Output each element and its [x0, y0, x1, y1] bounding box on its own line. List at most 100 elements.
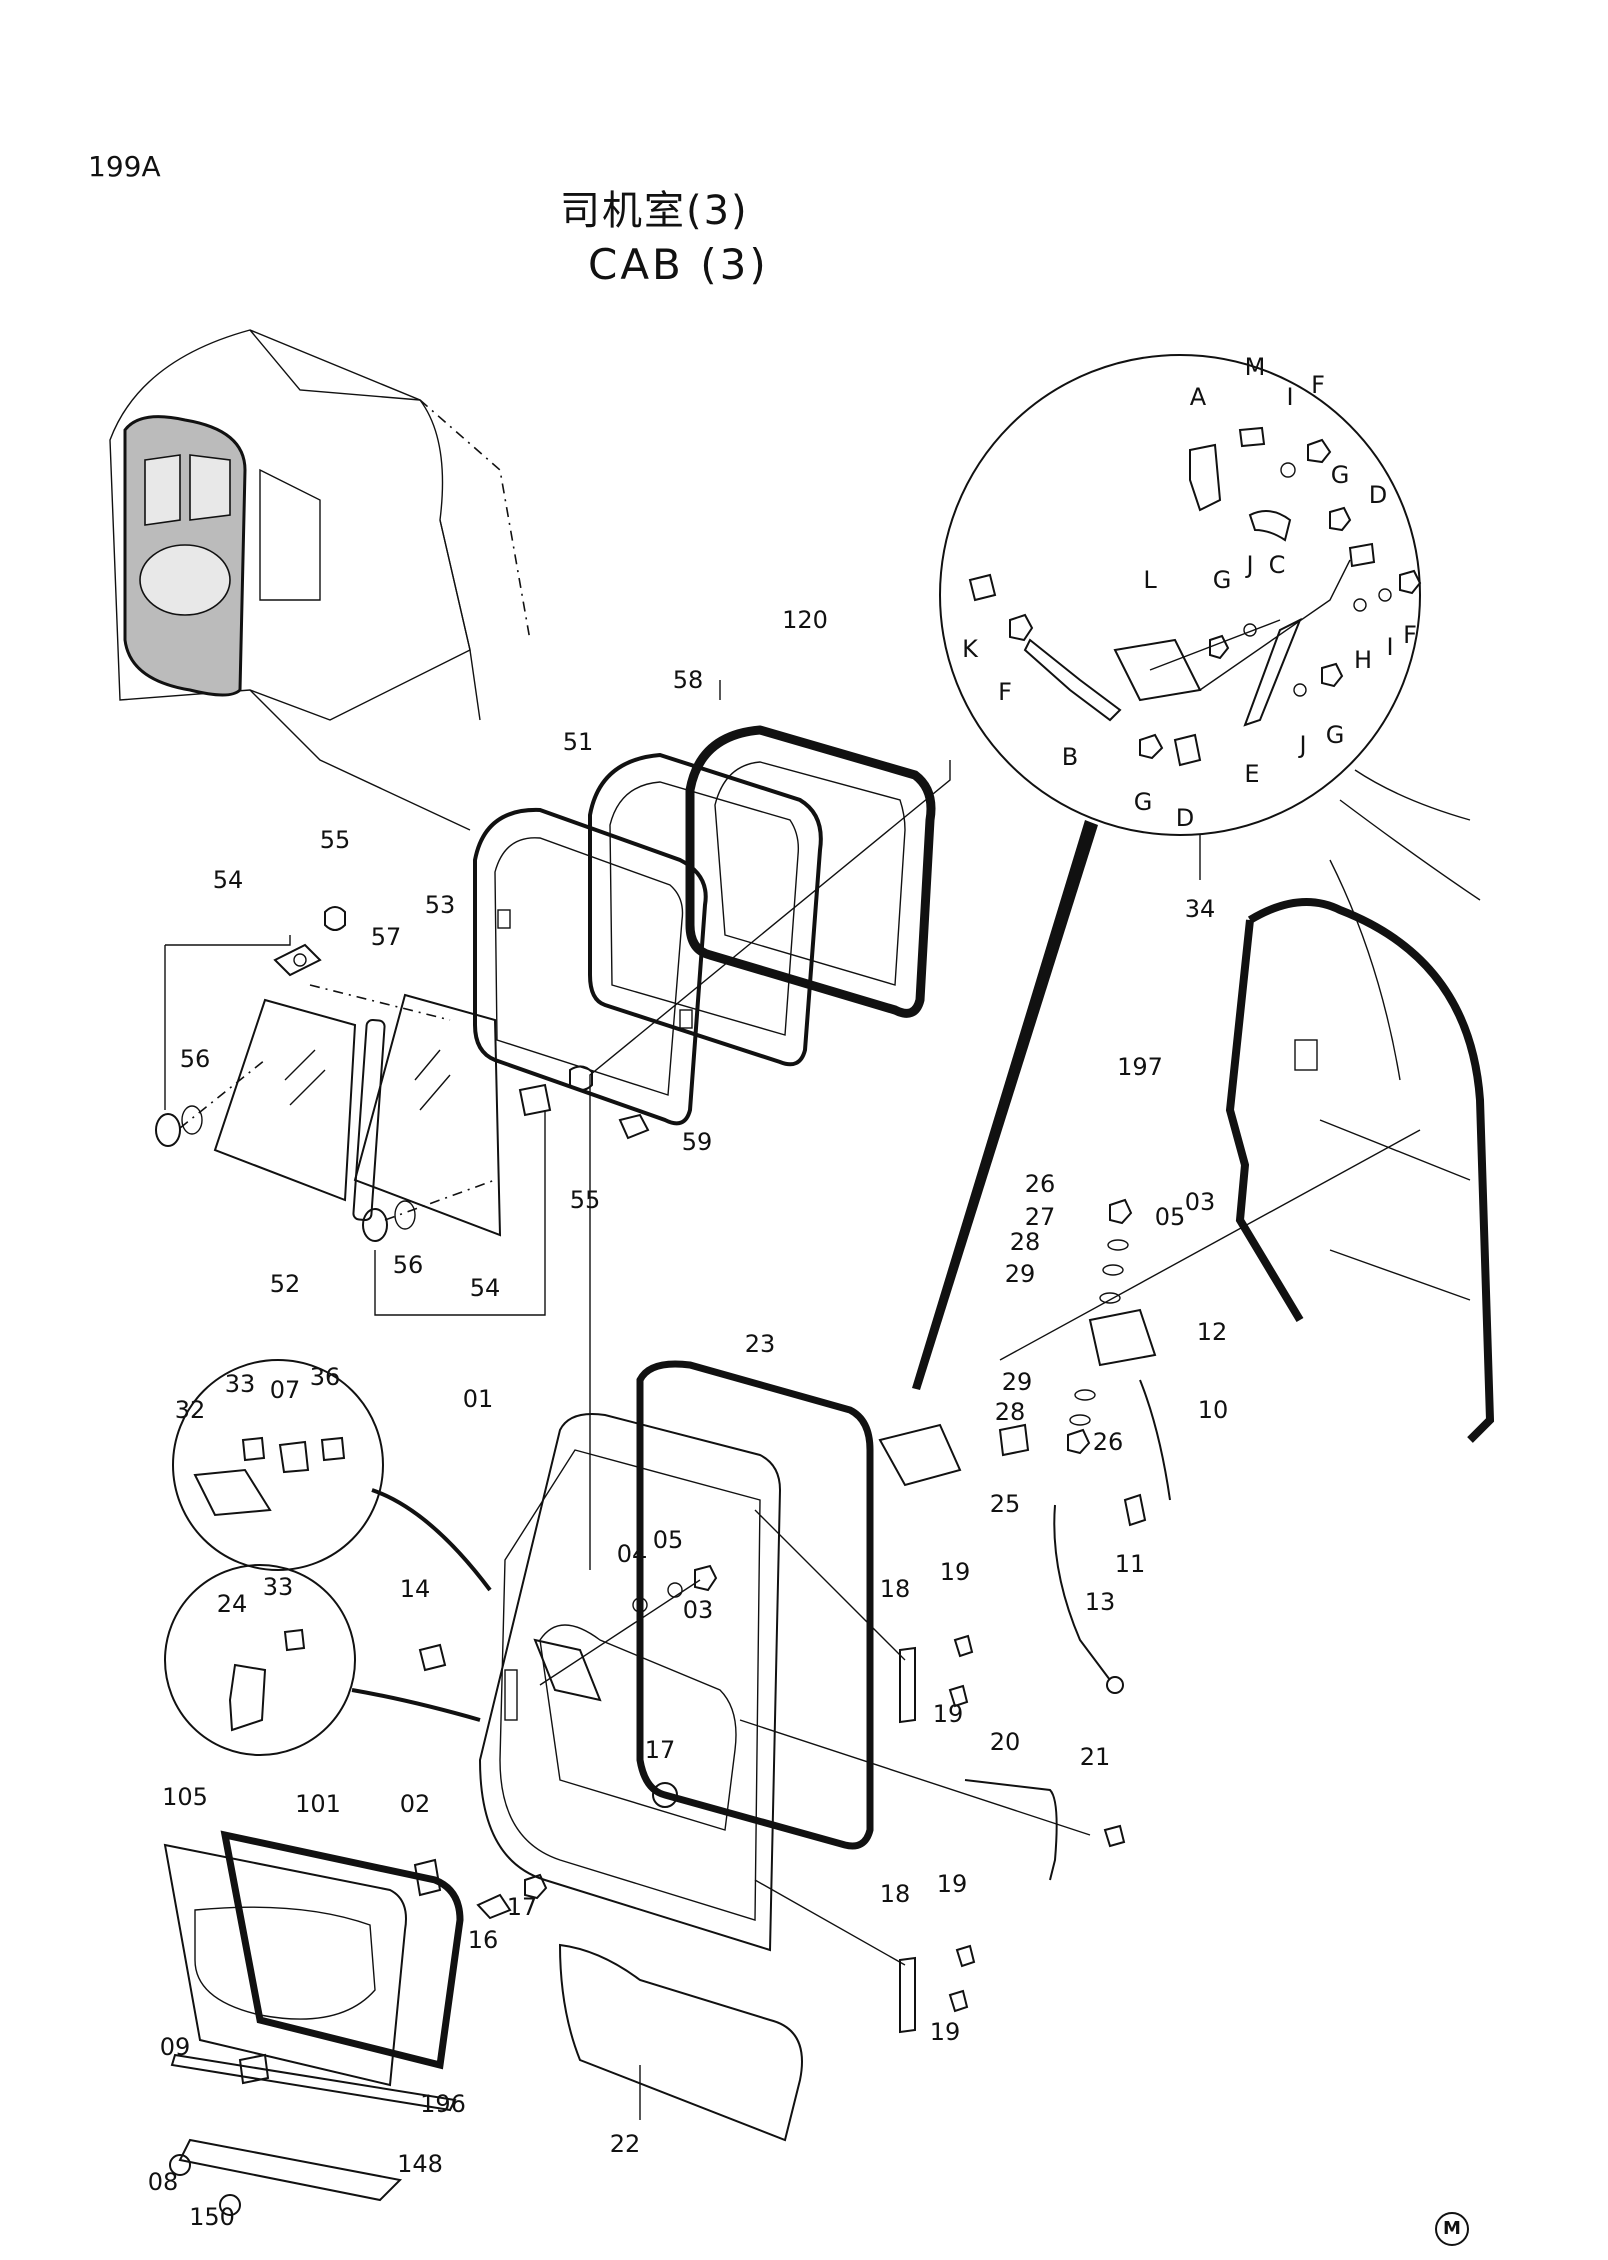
- callout-label-c22: 22: [610, 2130, 641, 2158]
- callout-label-c03b: 03: [683, 1596, 714, 1624]
- callout-label-c17b: 17: [507, 1893, 538, 1921]
- callout-label-c04: 04: [617, 1540, 648, 1568]
- callout-label-c197: 197: [1117, 1053, 1163, 1081]
- callout-label-cG1: G: [1331, 461, 1350, 489]
- striker-detail-circle: [164, 1564, 481, 1756]
- callout-label-c18b: 18: [880, 1880, 911, 1908]
- callout-label-c16: 16: [468, 1926, 499, 1954]
- callout-label-c56b: 56: [393, 1251, 424, 1279]
- callout-label-c13: 13: [1085, 1588, 1116, 1616]
- callout-label-c19c: 19: [937, 1870, 968, 1898]
- callout-label-cI2: I: [1386, 633, 1393, 661]
- callout-label-c01: 01: [463, 1385, 494, 1413]
- callout-label-c28a: 28: [1010, 1228, 1041, 1256]
- title-chinese: 司机室(3): [560, 188, 749, 234]
- callout-label-c09: 09: [160, 2033, 191, 2061]
- callout-label-cM: M: [1245, 353, 1266, 381]
- callout-label-c27: 27: [1025, 1203, 1056, 1231]
- manufacturer-mark: M: [1435, 2212, 1469, 2246]
- callout-label-cA: A: [1190, 383, 1207, 411]
- callout-label-c10: 10: [1198, 1396, 1229, 1424]
- callout-label-c14: 14: [400, 1575, 431, 1603]
- callout-label-cB: B: [1062, 743, 1078, 771]
- callout-label-cF1: F: [1311, 371, 1325, 399]
- callout-label-c32: 32: [175, 1396, 206, 1424]
- callout-label-c11: 11: [1115, 1550, 1146, 1578]
- callout-label-cF3: F: [1403, 621, 1417, 649]
- callout-label-cC: C: [1269, 551, 1286, 579]
- callout-label-c29b: 29: [1002, 1368, 1033, 1396]
- callout-label-c55b: 55: [570, 1186, 601, 1214]
- callout-label-c08: 08: [148, 2168, 179, 2196]
- callout-label-c33a: 33: [225, 1370, 256, 1398]
- callout-label-c148: 148: [397, 2150, 443, 2178]
- callout-label-c03a: 03: [1185, 1188, 1216, 1216]
- callout-label-c59: 59: [682, 1128, 713, 1156]
- callout-label-cD2: D: [1176, 804, 1194, 832]
- callout-label-c12: 12: [1197, 1318, 1228, 1346]
- callout-label-cJ2: J: [1297, 731, 1306, 759]
- callout-label-c17a: 17: [645, 1736, 676, 1764]
- callout-label-c26b: 26: [1093, 1428, 1124, 1456]
- callout-label-c53: 53: [425, 891, 456, 919]
- callout-label-c02: 02: [400, 1790, 431, 1818]
- callout-label-c23: 23: [745, 1330, 776, 1358]
- callout-label-c101: 101: [295, 1790, 341, 1818]
- callout-label-c52: 52: [270, 1270, 301, 1298]
- callout-label-cE: E: [1244, 760, 1259, 788]
- callout-label-cK: K: [962, 635, 979, 663]
- callout-label-c24: 24: [217, 1590, 248, 1618]
- callout-label-cF2: F: [998, 678, 1012, 706]
- callout-label-c21: 21: [1080, 1743, 1111, 1771]
- callout-label-c58: 58: [673, 666, 704, 694]
- title-english: CAB (3): [588, 240, 769, 289]
- callout-label-cJ1: J: [1244, 551, 1253, 579]
- callout-label-c20: 20: [990, 1728, 1021, 1756]
- callout-label-c25: 25: [990, 1490, 1021, 1518]
- callout-label-c105: 105: [162, 1783, 208, 1811]
- door-opening-seal: [999, 769, 1495, 1443]
- callout-label-cI1: I: [1286, 383, 1293, 411]
- door-hardware: [413, 1198, 1171, 2034]
- callout-label-c29a: 29: [1005, 1260, 1036, 1288]
- callout-label-c26a: 26: [1025, 1170, 1056, 1198]
- callout-label-c55a: 55: [320, 826, 351, 854]
- callout-label-c54a: 54: [213, 866, 244, 894]
- callout-label-c19d: 19: [930, 2018, 961, 2046]
- callout-label-c150: 150: [189, 2203, 235, 2231]
- callout-label-c33b: 33: [263, 1573, 294, 1601]
- door-assembly: [478, 1360, 1091, 1966]
- callout-label-cD1: D: [1369, 481, 1387, 509]
- callout-label-c19b: 19: [933, 1700, 964, 1728]
- lower-window-assembly: [163, 1830, 464, 2216]
- callout-label-c57: 57: [371, 923, 402, 951]
- lock-plate-detail-circle: [172, 1359, 492, 1592]
- lock-linkage-detail-circle: [939, 354, 1422, 836]
- side-glass-assembly: [155, 906, 593, 1316]
- page-code: 199A: [88, 150, 161, 183]
- callout-label-c196: 196: [420, 2090, 466, 2118]
- inner-trim-panel: [558, 1943, 803, 2142]
- callout-label-c56a: 56: [180, 1045, 211, 1073]
- callout-label-c05a: 05: [1155, 1203, 1186, 1231]
- callout-label-cL: L: [1143, 566, 1157, 594]
- callout-label-c07: 07: [270, 1376, 301, 1404]
- callout-label-c28b: 28: [995, 1398, 1026, 1426]
- callout-label-c19a: 19: [940, 1558, 971, 1586]
- callout-label-cG3: G: [1134, 788, 1153, 816]
- window-seal-frames: [473, 680, 951, 1570]
- callout-label-c51: 51: [563, 728, 594, 756]
- callout-label-cH: H: [1354, 646, 1372, 674]
- callout-label-c120: 120: [782, 606, 828, 634]
- callout-label-c36: 36: [310, 1363, 341, 1391]
- callout-label-cG2: G: [1213, 566, 1232, 594]
- detail-leader: [912, 820, 1098, 1390]
- callout-label-c05b: 05: [653, 1526, 684, 1554]
- callout-label-c18a: 18: [880, 1575, 911, 1603]
- cab-overview-illustration: [109, 329, 531, 831]
- callout-label-c54b: 54: [470, 1274, 501, 1302]
- callout-label-cG4: G: [1326, 721, 1345, 749]
- callout-label-c34: 34: [1185, 895, 1216, 923]
